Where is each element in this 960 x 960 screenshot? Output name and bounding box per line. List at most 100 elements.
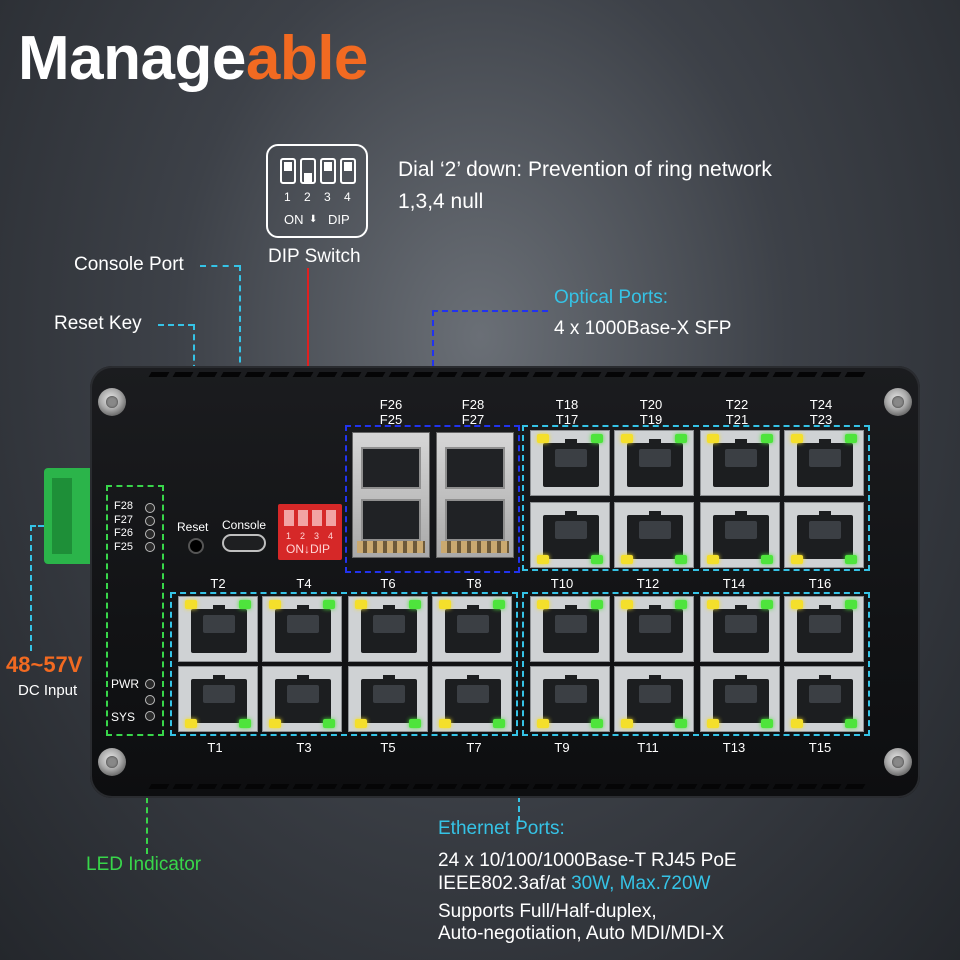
arrow-down-icon: ⬇ <box>309 214 318 225</box>
led-f26 <box>145 529 155 539</box>
rj45-port[interactable] <box>784 666 864 732</box>
link-led <box>791 555 803 564</box>
heatsink-fin <box>724 784 746 789</box>
rj45-port[interactable] <box>700 502 780 568</box>
console-port[interactable] <box>222 534 266 552</box>
activity-led <box>239 719 251 728</box>
rj45-port[interactable] <box>530 596 610 662</box>
activity-led <box>675 719 687 728</box>
ethernet-ports-title: Ethernet Ports: <box>438 818 565 839</box>
link-led <box>707 555 719 564</box>
led-label-pwr: PWR <box>111 677 139 691</box>
rj45-port[interactable] <box>614 430 694 496</box>
rj45-port[interactable] <box>614 596 694 662</box>
rj45-port[interactable] <box>530 430 610 496</box>
rj45-port[interactable] <box>784 502 864 568</box>
activity-led <box>591 555 603 564</box>
heatsink-fin <box>652 784 674 789</box>
rj45-port[interactable] <box>178 666 258 732</box>
rj45-port[interactable] <box>700 666 780 732</box>
activity-led <box>675 600 687 609</box>
link-led <box>269 719 281 728</box>
dip-dip-label: DIP <box>328 212 350 227</box>
rj45-port[interactable] <box>614 666 694 732</box>
link-led <box>791 719 803 728</box>
rj45-port[interactable] <box>348 596 428 662</box>
rj45-port[interactable] <box>784 430 864 496</box>
activity-led <box>493 600 505 609</box>
rj45-port[interactable] <box>700 430 780 496</box>
link-led <box>537 555 549 564</box>
ethernet-ports-group-left <box>170 592 518 736</box>
port-label: T7 <box>466 740 482 755</box>
sfp-port-f26[interactable] <box>361 447 421 489</box>
activity-led <box>323 600 335 609</box>
led-indicator-callout: LED Indicator <box>86 854 202 875</box>
screw-icon <box>884 748 912 776</box>
rj45-port[interactable] <box>530 502 610 568</box>
reset-label: Reset <box>177 520 209 534</box>
activity-led <box>409 719 421 728</box>
heatsink-fin <box>580 372 602 377</box>
rj45-port[interactable] <box>432 666 512 732</box>
rj45-port[interactable] <box>262 666 342 732</box>
console-label: Console <box>222 518 267 532</box>
link-led <box>621 434 633 443</box>
port-label: T4 <box>296 576 312 591</box>
port-label: T15 <box>808 740 832 755</box>
heatsink-fin <box>340 372 362 377</box>
heatsink-fin <box>820 784 842 789</box>
activity-led <box>845 434 857 443</box>
link-led <box>185 600 197 609</box>
heatsink-fin <box>340 784 362 789</box>
rj45-port[interactable] <box>178 596 258 662</box>
screw-icon <box>884 388 912 416</box>
link-led <box>269 600 281 609</box>
rj45-port[interactable] <box>614 502 694 568</box>
heatsink-fin <box>268 372 290 377</box>
link-led <box>707 719 719 728</box>
rj45-port[interactable] <box>784 596 864 662</box>
heatsink-fin <box>244 784 266 789</box>
dip-switch[interactable]: 1 2 3 4 ON↓DIP <box>278 504 342 560</box>
rj45-port[interactable] <box>530 666 610 732</box>
heatsink-fin <box>172 372 194 377</box>
ethernet-ports-group-top <box>522 425 870 571</box>
heatsink-fin <box>676 372 698 377</box>
link-led <box>791 600 803 609</box>
rj45-port[interactable] <box>700 596 780 662</box>
heatsink-fin <box>532 372 554 377</box>
link-led <box>355 719 367 728</box>
heatsink-fin <box>700 372 722 377</box>
heatsink-fin <box>148 372 170 377</box>
heatsink-fin <box>460 372 482 377</box>
dc-input-label: DC Input <box>18 682 78 699</box>
optical-ports-group <box>345 425 520 573</box>
heatsink-fin <box>748 372 770 377</box>
power-leader <box>30 525 32 651</box>
dip-on-label: ON <box>284 212 304 227</box>
sfp-port-f27[interactable] <box>445 499 505 541</box>
sfp-port-f25[interactable] <box>361 499 421 541</box>
dip-switch-caption: DIP Switch <box>268 246 361 267</box>
activity-led <box>591 600 603 609</box>
rj45-port[interactable] <box>348 666 428 732</box>
heatsink-fin <box>316 372 338 377</box>
heatsink-fin <box>436 784 458 789</box>
optical-ports-desc: 4 x 1000Base-X SFP <box>554 318 732 339</box>
ethernet-ports-group-right <box>522 592 870 736</box>
heatsink-fin <box>364 372 386 377</box>
activity-led <box>493 719 505 728</box>
heatsink-fin <box>268 784 290 789</box>
reset-button[interactable] <box>188 538 204 554</box>
rj45-port[interactable] <box>432 596 512 662</box>
link-led <box>355 600 367 609</box>
heatsink-fin <box>628 784 650 789</box>
rj45-port[interactable] <box>262 596 342 662</box>
activity-led <box>409 600 421 609</box>
sfp-port-f28[interactable] <box>445 447 505 489</box>
heatsink-fin <box>364 784 386 789</box>
